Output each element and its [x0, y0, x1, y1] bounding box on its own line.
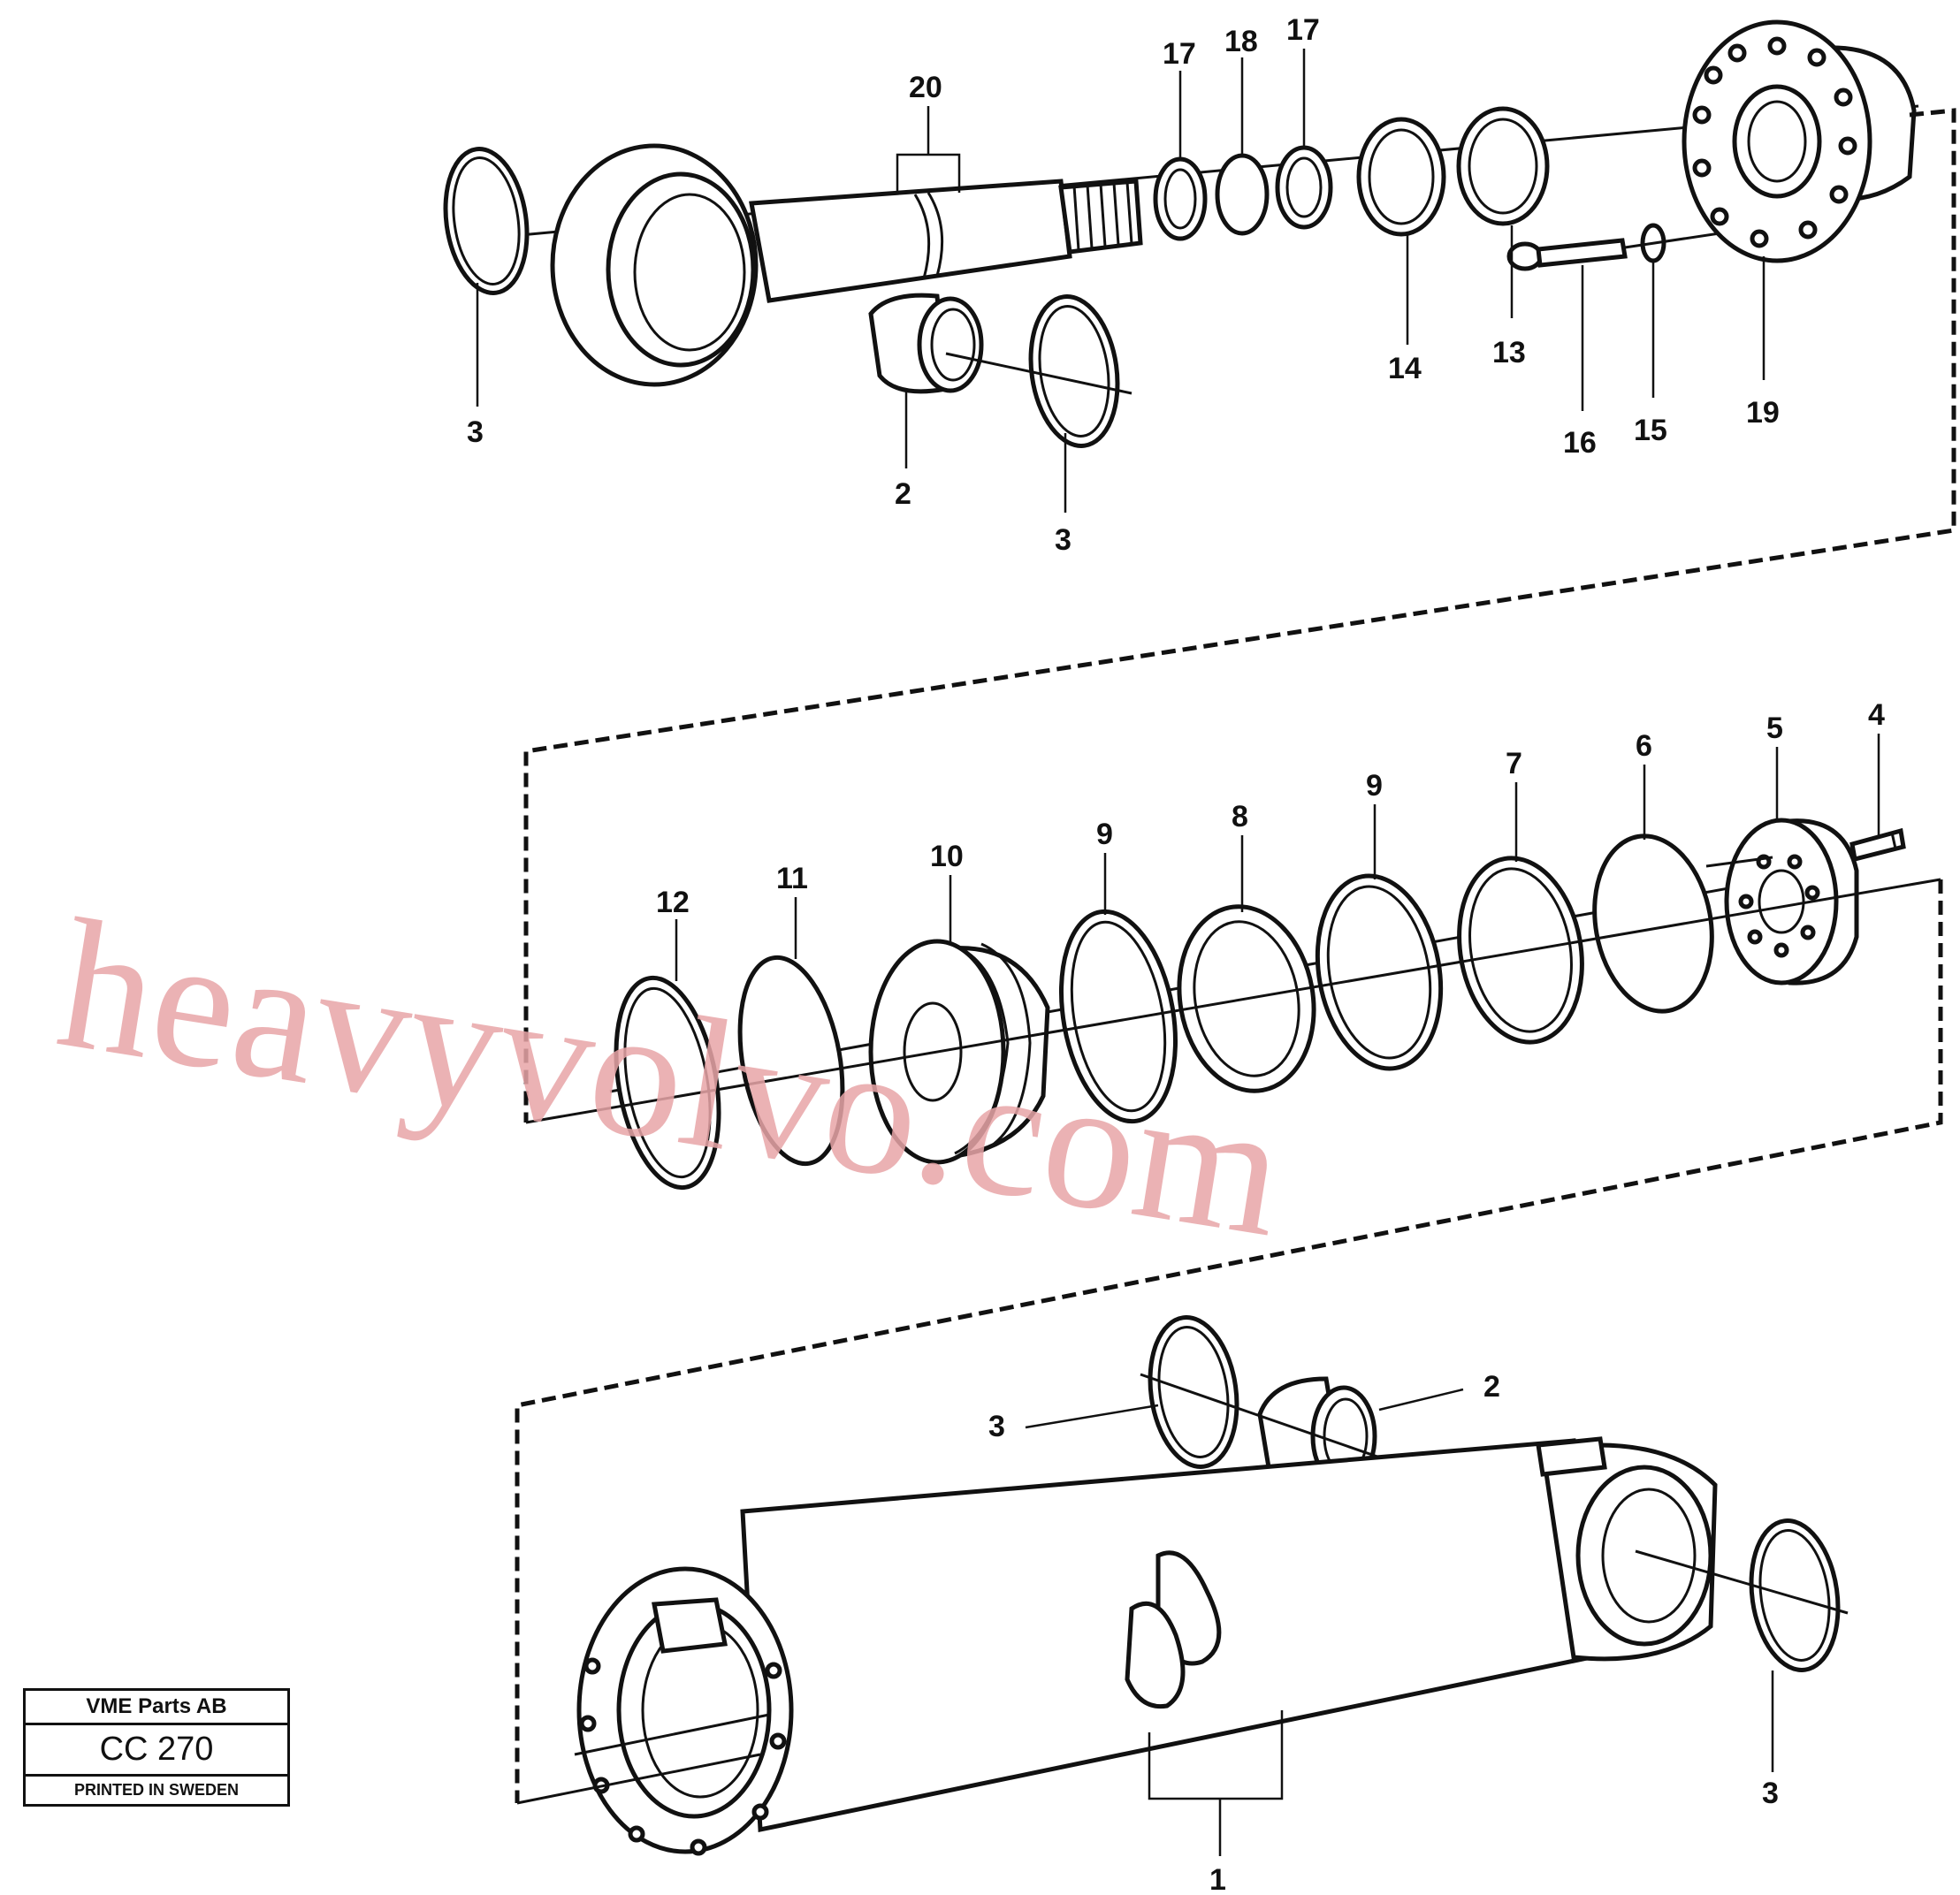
rear-clevis [1536, 1436, 1718, 1662]
rod-seal [1456, 106, 1550, 226]
callout-16: 16 [1563, 426, 1597, 460]
callout-19: 19 [1746, 396, 1780, 430]
piston-seal-ring [1315, 873, 1444, 1071]
callout-13: 13 [1492, 336, 1526, 369]
cylinder-head [1682, 19, 1917, 263]
piston-rod [749, 179, 1072, 303]
port-block [652, 1597, 728, 1654]
retaining-ring [1749, 1518, 1841, 1672]
callout-17: 17 [1163, 37, 1196, 71]
retaining-ring [1028, 294, 1120, 448]
callout-6: 6 [1636, 729, 1652, 763]
callout-14: 14 [1388, 352, 1422, 385]
tube-flange [576, 1566, 794, 1856]
piston-seal-ring [1058, 909, 1178, 1124]
callout-4: 4 [1868, 698, 1885, 732]
callout-2: 2 [895, 477, 911, 511]
callout-1: 1 [1209, 1863, 1226, 1895]
callout-9: 9 [1366, 769, 1383, 803]
o-ring [1215, 153, 1270, 236]
callout-9: 9 [1096, 818, 1113, 851]
diagram-code: CC 270 [26, 1725, 287, 1777]
guide-ring [1457, 856, 1584, 1045]
callout-5: 5 [1766, 712, 1783, 745]
callout-10: 10 [930, 840, 964, 873]
callout-7: 7 [1506, 747, 1522, 780]
callout-3: 3 [988, 1410, 1005, 1443]
piston-nut [1724, 818, 1859, 986]
set-screw [1849, 827, 1906, 863]
cylinder-tube-assembly [574, 1315, 1849, 1856]
wiper-seal [1356, 117, 1446, 237]
connector-lines [515, 108, 1956, 1805]
callout-18: 18 [1224, 25, 1258, 58]
callout-11: 11 [776, 862, 808, 895]
callout-20: 20 [909, 71, 942, 104]
callout-3: 3 [1762, 1777, 1779, 1810]
callout-12: 12 [656, 886, 690, 919]
callout-15: 15 [1634, 414, 1667, 447]
company-name: VME Parts AB [26, 1691, 287, 1725]
callout-3: 3 [467, 415, 484, 449]
o-ring [737, 955, 845, 1167]
screw [1506, 238, 1628, 271]
callout-3: 3 [1055, 523, 1072, 557]
callout-labels: 20 17 18 17 3 2 3 14 13 16 15 19 12 11 1… [467, 13, 1885, 1895]
printed-note: PRINTED IN SWEDEN [73, 1781, 239, 1799]
port-block [1536, 1436, 1607, 1477]
rod-thread [1058, 179, 1143, 255]
callout-17: 17 [1286, 13, 1320, 47]
piston-rod-assembly [443, 19, 1919, 513]
callout-8: 8 [1232, 800, 1248, 833]
o-ring [1592, 833, 1714, 1014]
callout-2: 2 [1483, 1370, 1500, 1404]
title-block: VME Parts AB CC 270 PRINTED IN SWEDEN [23, 1688, 290, 1807]
retaining-ring [443, 147, 530, 295]
